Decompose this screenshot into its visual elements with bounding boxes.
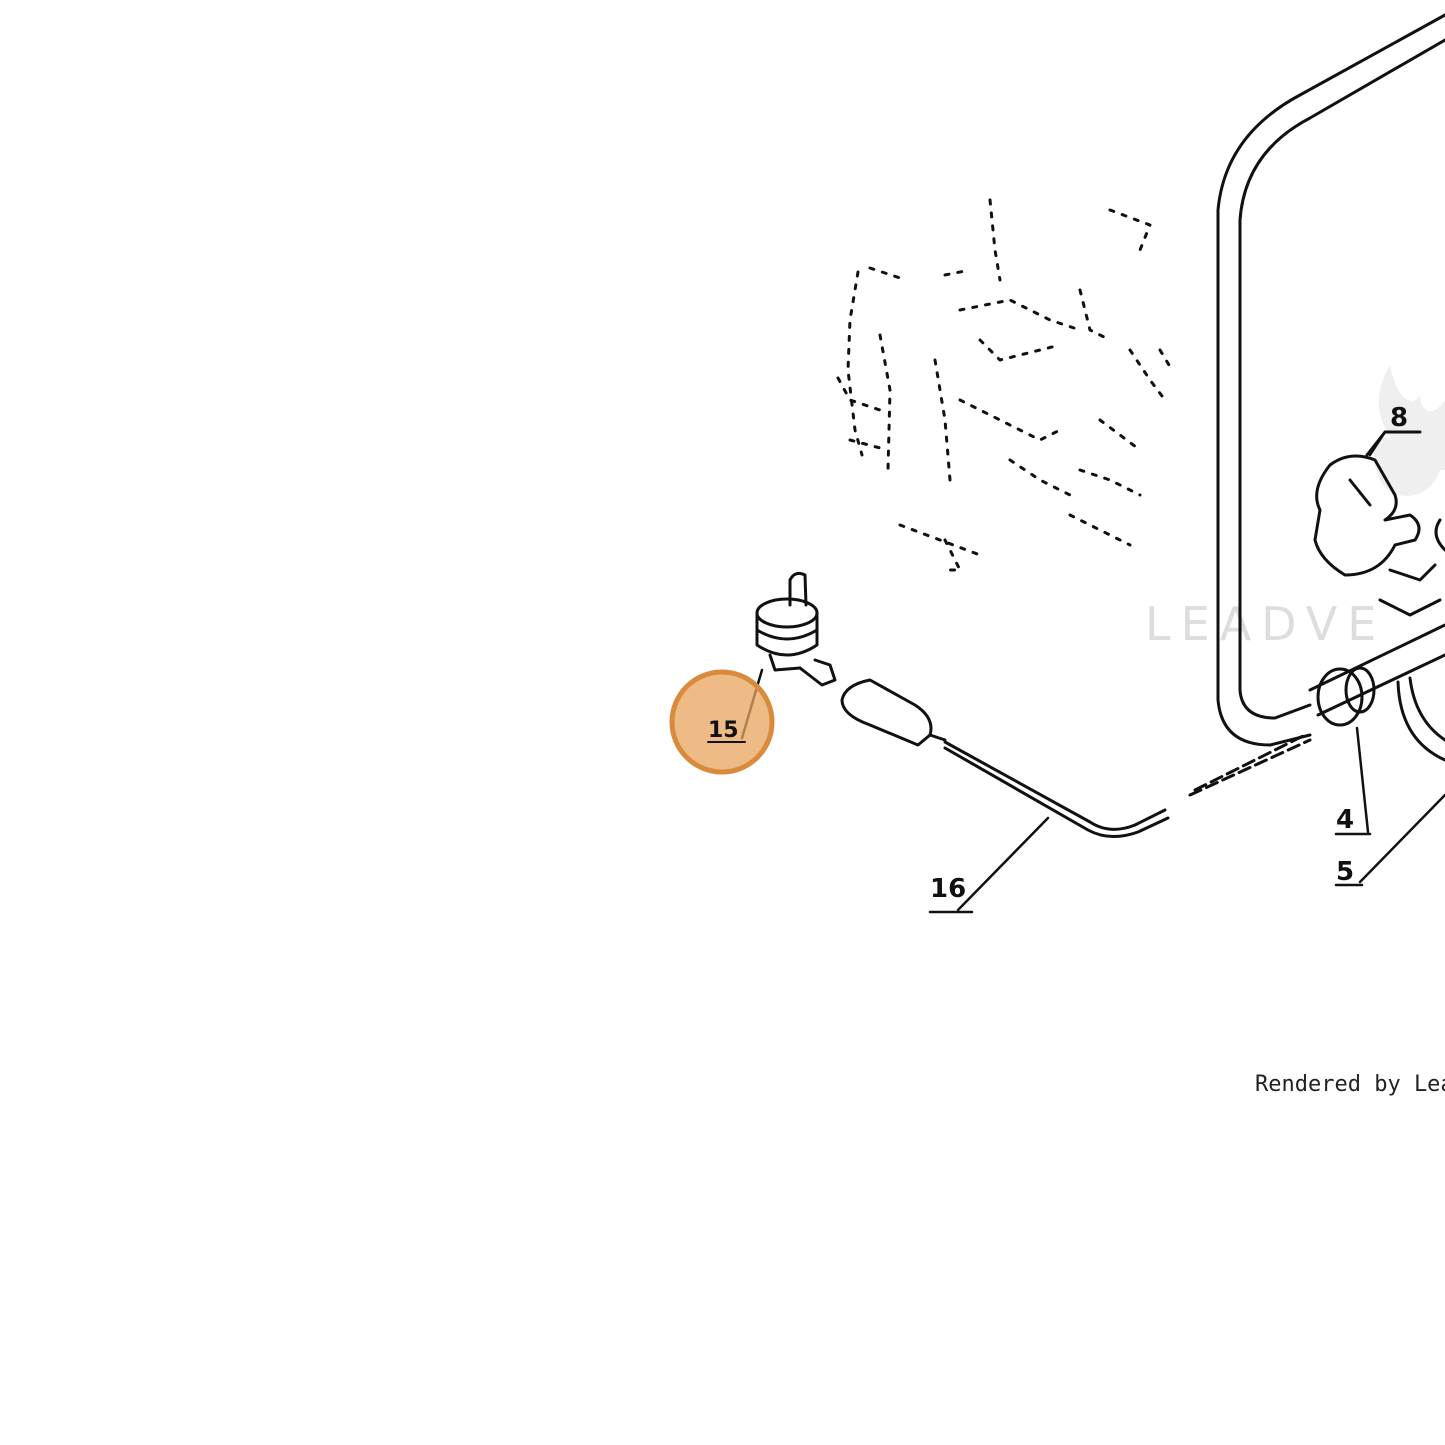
callout-5-label[interactable]: 5 [1336, 857, 1354, 887]
callout-15[interactable]: 15 [669, 669, 775, 775]
part-16-cable [840, 678, 1170, 838]
callout-4-label[interactable]: 4 [1336, 805, 1354, 835]
part-4-clamp-tube [1188, 623, 1445, 797]
leader-lines [740, 430, 1445, 914]
render-credit: Rendered by LeadVe [1255, 1072, 1445, 1097]
frame-tube [1216, 13, 1445, 747]
callout-16-label[interactable]: 16 [930, 874, 966, 904]
watermark: LEADVE [1145, 365, 1445, 651]
callout-8-label[interactable]: 8 [1390, 403, 1408, 433]
watermark-text: LEADVE [1145, 597, 1386, 651]
callout-15-highlight [669, 669, 775, 775]
callout-15-label[interactable]: 15 [708, 718, 739, 743]
dotted-assembly [836, 198, 1174, 572]
part-15-switch [755, 571, 837, 687]
